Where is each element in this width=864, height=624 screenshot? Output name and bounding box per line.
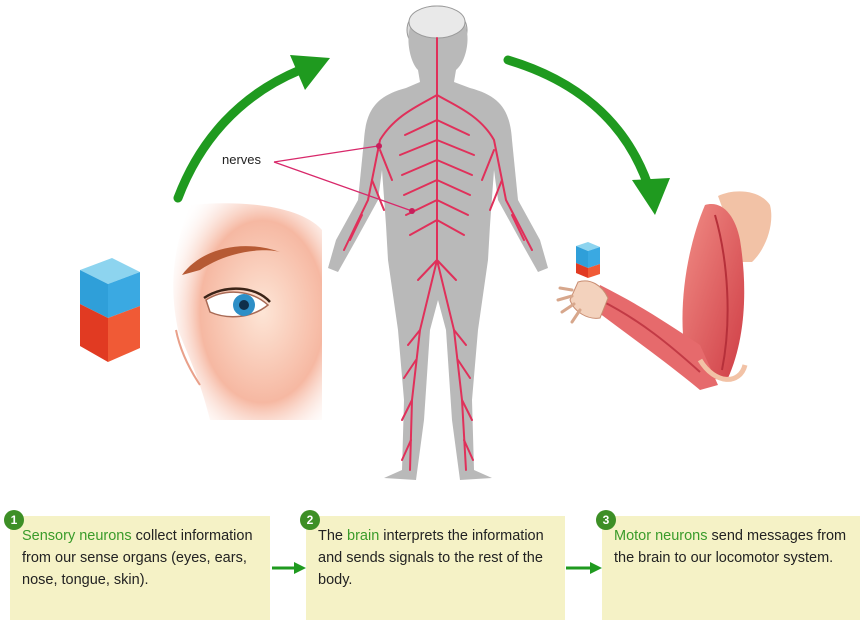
- step-2-number: 2: [300, 510, 320, 530]
- arrow-to-muscles: [503, 55, 670, 215]
- step-3-highlight: Motor neurons: [614, 528, 708, 544]
- step-1-text: Sensory neurons collect information from…: [22, 525, 258, 591]
- step-1-highlight: Sensory neurons: [22, 528, 132, 544]
- nerve-network: [343, 37, 533, 471]
- step-2-highlight: brain: [347, 528, 380, 544]
- step-3-body: send messages from the brain to our loco…: [614, 528, 847, 566]
- nerves-pointer: [273, 143, 415, 214]
- arm-muscle-icon: [556, 191, 772, 390]
- blue-red-block-icon: [80, 258, 140, 362]
- step-1-number: 1: [4, 510, 24, 530]
- step-3-number: 3: [596, 510, 616, 530]
- arrow-step-1-to-2: [272, 562, 306, 574]
- step-3-box: Motor neurons send messages from the bra…: [602, 516, 860, 620]
- step-3-text: Motor neurons send messages from the bra…: [614, 525, 848, 569]
- step-1-box: Sensory neurons collect information from…: [10, 516, 270, 620]
- step-1-body: collect information from our sense organ…: [22, 528, 253, 588]
- step-2-text: The brain interprets the information and…: [318, 525, 553, 591]
- nerves-label: nerves: [222, 152, 262, 167]
- arrow-step-2-to-3: [566, 562, 602, 574]
- step-2-body: interprets the information and sends sig…: [318, 528, 544, 588]
- arrow-to-brain: [173, 55, 330, 203]
- eye-face-icon: [173, 203, 322, 420]
- step-2-prefix: The: [318, 528, 348, 544]
- small-block-icon: [576, 242, 600, 278]
- step-2-box: The brain interprets the information and…: [306, 516, 565, 620]
